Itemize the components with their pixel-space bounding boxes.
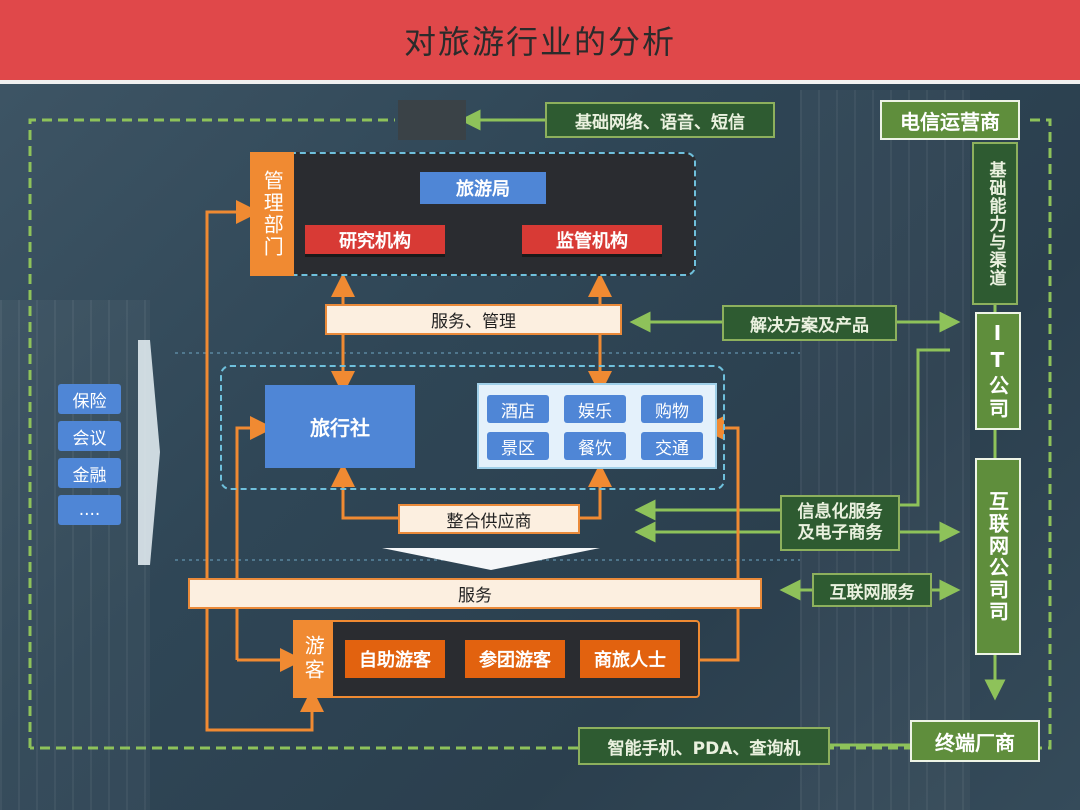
terminal-vendor-box: 终端厂商 (910, 720, 1040, 762)
supplier-entertainment: 娱乐 (564, 395, 626, 423)
tourist-label: 游客 (293, 620, 333, 698)
internet-services-label: 互联网服务 (812, 573, 932, 607)
supplier-transport: 交通 (641, 432, 703, 460)
solutions-label: 解决方案及产品 (722, 305, 897, 341)
supplier-hotel: 酒店 (487, 395, 549, 423)
basic-network-label: 基础网络、语音、短信 (545, 102, 775, 138)
integrator-bar: 整合供应商 (398, 504, 580, 534)
tourism-bureau-box: 旅游局 (420, 172, 546, 204)
supervision-institution-box: 监管机构 (522, 225, 662, 257)
supplier-shopping: 购物 (641, 395, 703, 423)
telecom-operator-box: 电信运营商 (880, 100, 1020, 140)
info-services-line1: 信息化服务 (797, 501, 883, 522)
industry-panel (220, 365, 725, 490)
service-management-bar: 服务、管理 (325, 304, 622, 335)
placeholder-box (398, 100, 466, 140)
left-item-more: .... (58, 495, 121, 525)
it-company-box: IT公司 (975, 312, 1021, 430)
supplier-dining: 餐饮 (564, 432, 626, 460)
page-title: 对旅游行业的分析 (0, 0, 1080, 84)
tourist-independent: 自助游客 (345, 640, 445, 678)
management-label: 管理部门 (250, 152, 294, 276)
service-bar: 服务 (188, 578, 762, 609)
supplier-scenic-spot: 景区 (487, 432, 549, 460)
management-panel (250, 152, 696, 276)
left-item-insurance: 保险 (58, 384, 121, 414)
tourist-business: 商旅人士 (580, 640, 680, 678)
info-services-line2: 及电子商务 (797, 523, 883, 543)
left-item-finance: 金融 (58, 458, 121, 488)
devices-label: 智能手机、PDA、查询机 (578, 727, 830, 765)
tourist-group: 参团游客 (465, 640, 565, 678)
background-building-right (800, 90, 970, 810)
travel-agency-box: 旅行社 (265, 385, 415, 468)
research-institution-box: 研究机构 (305, 225, 445, 257)
left-item-conference: 会议 (58, 421, 121, 451)
internet-company-box: 互联网公司司 (975, 458, 1021, 655)
info-services-label: 信息化服务 及电子商务 (780, 495, 900, 551)
capability-channel-label: 基础能力与渠道 (972, 142, 1018, 305)
